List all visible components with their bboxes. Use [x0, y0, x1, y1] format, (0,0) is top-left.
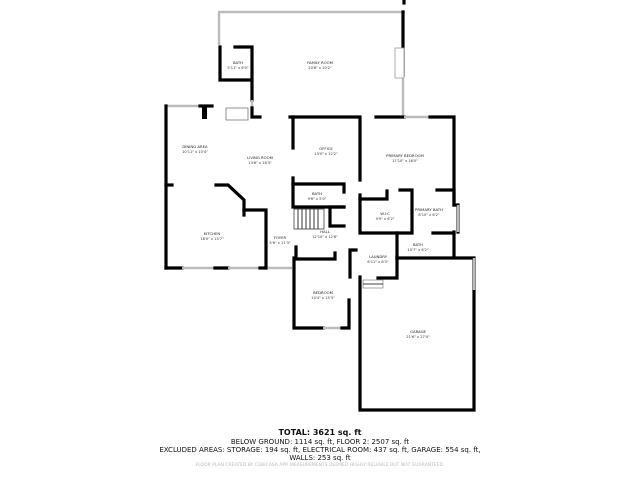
walls [164, 0, 476, 412]
room-name: FOYER [274, 235, 287, 240]
room-name: BEDROOM [313, 290, 333, 295]
room-dims: 18'0" x 15'7" [200, 237, 224, 241]
room-name: FAMILY ROOM [307, 60, 333, 65]
stairs-icon [293, 208, 325, 230]
room-name: BATH [233, 60, 243, 65]
floor-areas: BELOW GROUND: 1114 sq. ft, FLOOR 2: 2507… [230, 438, 410, 446]
fireplace-icon [225, 107, 249, 121]
room-dims: 10'11" x 10'4" [182, 150, 208, 154]
room-dims: 6'11" x 8'3" [367, 260, 388, 264]
room-name: LAUNDRY [369, 254, 388, 259]
room-name: OFFICE [319, 146, 333, 151]
room-name: KITCHEN [204, 231, 221, 236]
room-dims: 21'6" x 27'4" [406, 335, 430, 339]
total-area: TOTAL: 3621 sq. ft [278, 428, 362, 437]
room-name: HALL [320, 229, 331, 234]
fireplace-icon [394, 47, 405, 79]
walls-area: WALLS: 253 sq. ft [289, 454, 351, 462]
room-name: W.I.C [380, 211, 390, 216]
excluded-areas: EXCLUDED AREAS: STORAGE: 194 sq. ft, ELE… [159, 446, 481, 454]
room-name: PRIMARY BEDROOM [386, 153, 424, 158]
room-name: BATH [312, 191, 322, 196]
room-dims: 10'7" x 6'2" [407, 248, 428, 252]
room-dims: 13'0" x 12'2" [314, 152, 338, 156]
room-name: LIVING ROOM [247, 155, 273, 160]
room-dims: 13'6" x 18'3" [248, 161, 272, 165]
room-dims: 10'4" x 15'3" [311, 296, 335, 300]
room-dims: 8'10" x 6'2" [418, 213, 439, 217]
steps-icon [362, 279, 384, 289]
room-dims: 5'6" x 11'3" [269, 241, 290, 245]
room-labels: FAMILY ROOM 20'8" x 20'2" BATH 5'11" x 6… [182, 60, 443, 339]
disclaimer: FLOOR PLAN CREATED BY CUBICASA APP. MEAS… [195, 463, 445, 468]
room-name: DINING AREA [182, 144, 208, 149]
room-dims: 20'8" x 20'2" [308, 66, 332, 70]
room-dims: 9'6" x 5'0" [308, 197, 327, 201]
room-name: PRIMARY BATH [415, 207, 443, 212]
room-dims: 5'11" x 6'0" [227, 66, 248, 70]
room-name: GARAGE [410, 329, 426, 334]
room-dims: 17'10" x 16'0" [392, 159, 418, 163]
room-dims: 9'9" x 6'2" [376, 217, 395, 221]
room-name: BATH [413, 242, 423, 247]
room-dims: 12'10" x 12'6" [312, 235, 338, 239]
